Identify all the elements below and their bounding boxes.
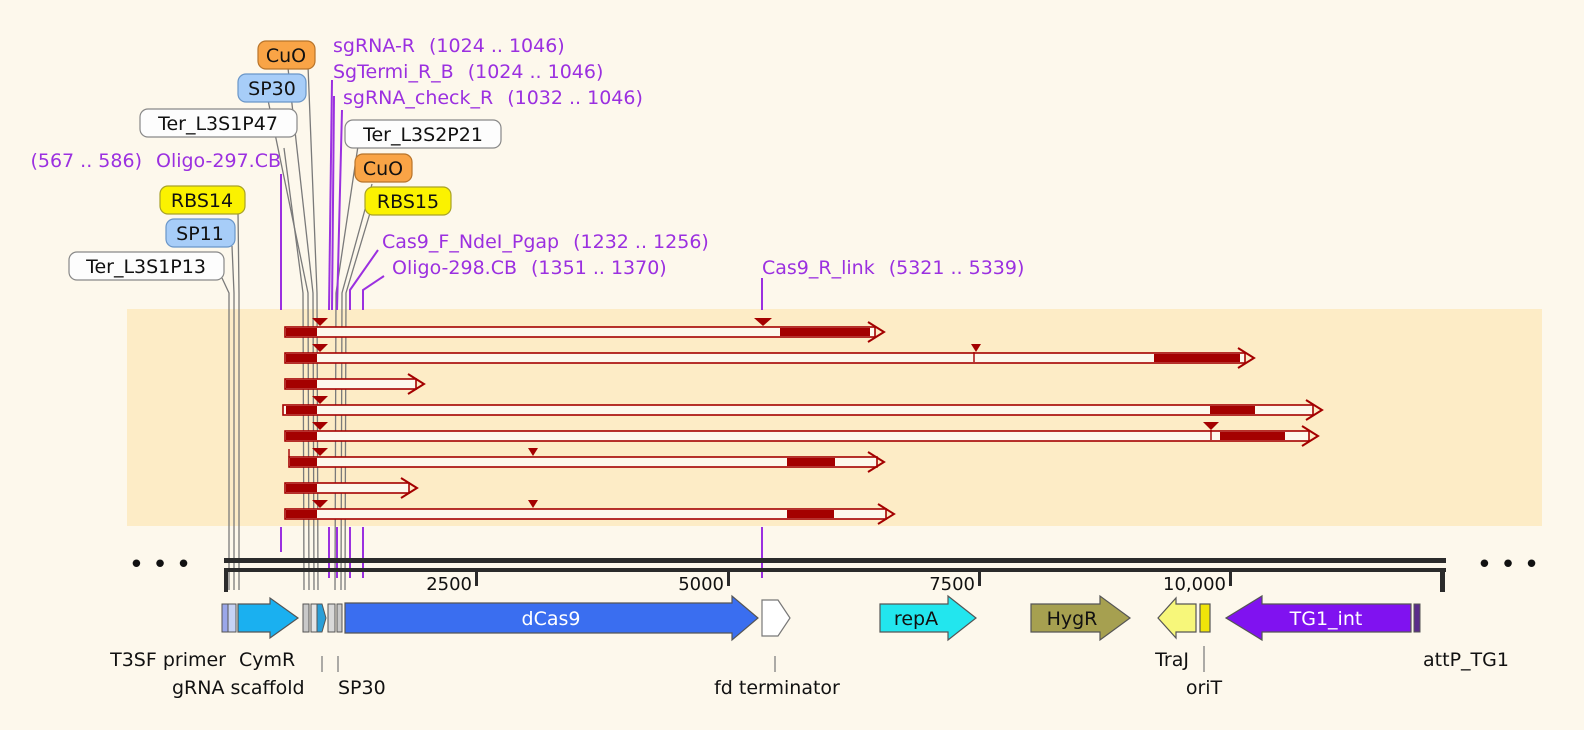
feature-label-rbs15[interactable]: RBS15 <box>364 186 452 216</box>
feature-label-ter-l3s1p13[interactable]: Ter_L3S1P13 <box>68 251 225 281</box>
tg1-int-arrow[interactable]: TG1_int <box>1224 594 1412 642</box>
read-5[interactable] <box>284 422 1320 447</box>
hygr-arrow[interactable]: HygR <box>1030 594 1132 642</box>
label-traj[interactable]: TraJ <box>1154 649 1189 671</box>
traj-arrow[interactable] <box>1157 596 1197 640</box>
feature-label-ter-l3s2p21[interactable]: Ter_L3S2P21 <box>344 119 502 149</box>
svg-text:RBS14: RBS14 <box>171 190 233 212</box>
orit-box[interactable] <box>1199 603 1211 633</box>
read-4[interactable] <box>282 396 1324 421</box>
dcas9-arrow[interactable]: dCas9 <box>344 594 759 642</box>
feature-label-sp11[interactable]: SP11 <box>165 218 236 248</box>
svg-text:Ter_L3S1P47: Ter_L3S1P47 <box>157 113 278 135</box>
label-cymr[interactable]: CymR <box>239 649 295 671</box>
tick-label-5000: 5000 <box>678 574 724 595</box>
svg-text:RBS15: RBS15 <box>377 191 439 213</box>
read-3[interactable] <box>284 373 426 395</box>
feature-label-ter-l3s1p47[interactable]: Ter_L3S1P47 <box>139 108 298 138</box>
primer-label-sgrna-r[interactable]: sgRNA-R(1024 .. 1046) <box>333 35 565 57</box>
svg-text:CuO: CuO <box>266 45 306 67</box>
primer-label-sgrna-check-r[interactable]: sgRNA_check_R(1032 .. 1046) <box>343 87 643 109</box>
sequence-ruler: 2500 5000 7500 10,000 <box>224 558 1446 595</box>
feature-label-rbs14[interactable]: RBS14 <box>159 185 246 215</box>
primer-label-cas9-r-link[interactable]: Cas9_R_link(5321 .. 5339) <box>762 257 1024 279</box>
ellipsis-left: • • • <box>129 550 192 580</box>
upper-feature-labels: CuO SP30 Ter_L3S1P47 Ter_L3S2P21 CuO RBS… <box>68 40 502 281</box>
label-orit[interactable]: oriT <box>1186 677 1223 699</box>
svg-text:repA: repA <box>894 608 938 630</box>
read-7[interactable] <box>284 477 419 499</box>
read-6[interactable] <box>288 448 886 473</box>
cymr-arrow[interactable] <box>237 596 300 640</box>
label-t3sf-primer[interactable]: T3SF primer <box>109 649 226 671</box>
svg-text:CuO: CuO <box>363 158 403 180</box>
read-2[interactable] <box>284 344 1256 369</box>
feature-track: dCas9 repA HygR TG1_int <box>221 594 1421 642</box>
feature-label-sp30[interactable]: SP30 <box>237 73 307 103</box>
ellipsis-right: • • • <box>1477 550 1540 580</box>
lower-leader-lines <box>321 646 1205 672</box>
tick-label-7500: 7500 <box>929 574 975 595</box>
svg-text:dCas9: dCas9 <box>522 608 581 630</box>
svg-text:Ter_L3S2P21: Ter_L3S2P21 <box>362 124 483 146</box>
label-fd-terminator[interactable]: fd terminator <box>714 677 840 699</box>
read-8[interactable] <box>284 500 896 525</box>
primer-label-oligo-297[interactable]: (567 .. 586)Oligo-297.CB <box>30 150 281 172</box>
tick-label-10000: 10,000 <box>1163 574 1226 595</box>
repa-arrow[interactable]: repA <box>879 594 977 642</box>
tick-label-2500: 2500 <box>426 574 472 595</box>
label-grna-scaffold[interactable]: gRNA scaffold <box>172 677 305 699</box>
svg-text:Ter_L3S1P13: Ter_L3S1P13 <box>85 256 206 278</box>
svg-text:HygR: HygR <box>1047 608 1098 630</box>
primer-labels: sgRNA-R(1024 .. 1046) SgTermi_R_B(1024 .… <box>30 35 1024 279</box>
primer-label-oligo-298[interactable]: Oligo-298.CB(1351 .. 1370) <box>392 257 667 279</box>
label-sp30-lower[interactable]: SP30 <box>338 677 386 699</box>
primer-label-cas9-f-ndei-pgap[interactable]: Cas9_F_NdeI_Pgap(1232 .. 1256) <box>382 231 709 253</box>
aligned-reads <box>282 318 1324 525</box>
svg-text:SP30: SP30 <box>248 78 296 100</box>
svg-text:SP11: SP11 <box>176 223 224 245</box>
svg-text:TG1_int: TG1_int <box>1289 608 1363 630</box>
label-attp-tg1[interactable]: attP_TG1 <box>1423 649 1509 671</box>
lower-feature-labels: T3SF primer CymR gRNA scaffold SP30 fd t… <box>109 649 1509 699</box>
read-1[interactable] <box>284 318 886 343</box>
feature-label-cuo-2[interactable]: CuO <box>354 153 413 183</box>
feature-label-cuo[interactable]: CuO <box>257 40 316 70</box>
primer-label-sgtermi-r-b[interactable]: SgTermi_R_B(1024 .. 1046) <box>333 61 603 83</box>
fd-terminator-arrow[interactable] <box>761 599 791 637</box>
